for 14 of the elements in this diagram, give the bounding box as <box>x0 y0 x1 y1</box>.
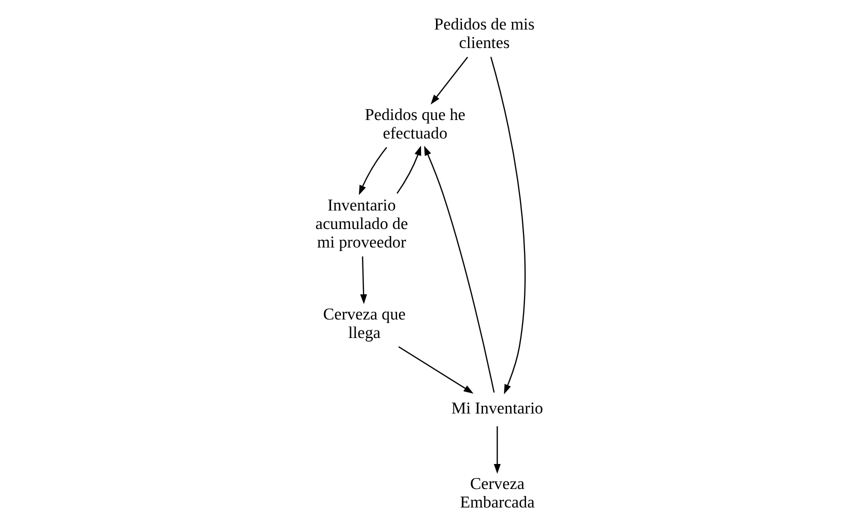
arrow <box>398 346 474 394</box>
arrow <box>358 146 387 196</box>
arrow <box>424 146 494 393</box>
arrow <box>396 146 421 194</box>
arrow <box>490 56 526 394</box>
node-text: Pedidos que he efectuado <box>364 105 465 142</box>
node-text: Cerveza que llega <box>322 304 406 342</box>
node-text: Cerveza Embarcada <box>459 474 534 512</box>
arrow <box>430 56 468 104</box>
node-text: Inventario acumulado de mi proveedor <box>314 195 408 252</box>
arrow <box>493 426 500 474</box>
node-text: Pedidos de mis clientes <box>434 14 534 52</box>
node-text: Mi Inventario <box>450 398 543 418</box>
arrow <box>360 256 367 304</box>
